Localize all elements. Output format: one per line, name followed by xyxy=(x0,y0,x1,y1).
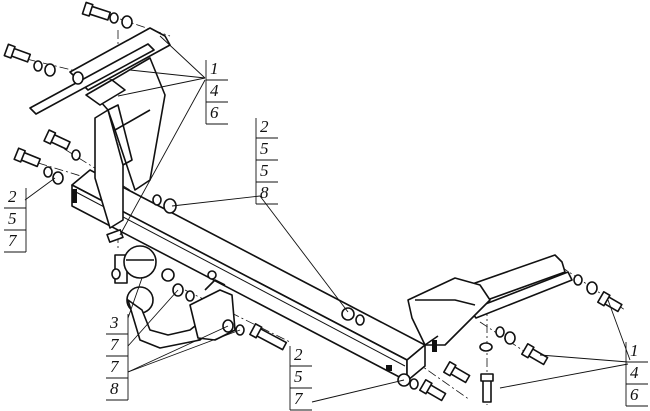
right-bracket xyxy=(386,254,573,371)
callout-number: 7 xyxy=(110,357,120,376)
callout-number: 5 xyxy=(294,367,303,386)
callout-bottom-left: 3 7 7 8 xyxy=(106,313,129,401)
bolts xyxy=(3,1,623,403)
callout-number: 8 xyxy=(260,183,269,202)
callout-number: 4 xyxy=(630,363,639,382)
callout-left: 2 5 7 xyxy=(4,187,27,253)
callout-center: 2 5 5 8 xyxy=(255,117,278,205)
callout-number: 4 xyxy=(210,81,219,100)
callout-number: 1 xyxy=(630,341,639,360)
callout-labels: 1 4 6 2 5 7 2 5 5 8 3 7 7 8 2 5 7 1 4 6 xyxy=(4,59,648,411)
callout-number: 2 xyxy=(8,187,17,206)
callout-number: 5 xyxy=(260,161,269,180)
nuts-and-washers xyxy=(33,12,598,390)
callout-top-right: 1 4 6 xyxy=(205,59,228,125)
callout-number: 1 xyxy=(210,59,219,78)
callout-number: 6 xyxy=(210,103,219,122)
callout-bottom-right: 1 4 6 xyxy=(625,341,648,407)
callout-number: 3 xyxy=(109,313,119,332)
callout-number: 5 xyxy=(260,139,269,158)
tow-ball-assembly xyxy=(114,245,236,349)
left-bracket xyxy=(29,27,171,243)
callout-number: 7 xyxy=(294,389,304,408)
callout-bottom-center: 2 5 7 xyxy=(289,345,312,411)
callout-number: 2 xyxy=(294,345,303,364)
callout-number: 7 xyxy=(8,231,18,250)
callout-number: 2 xyxy=(260,117,269,136)
callout-number: 8 xyxy=(110,379,119,398)
leader-lines xyxy=(24,35,631,403)
callout-number: 6 xyxy=(630,385,639,404)
callout-number: 7 xyxy=(110,335,120,354)
callout-number: 5 xyxy=(8,209,17,228)
